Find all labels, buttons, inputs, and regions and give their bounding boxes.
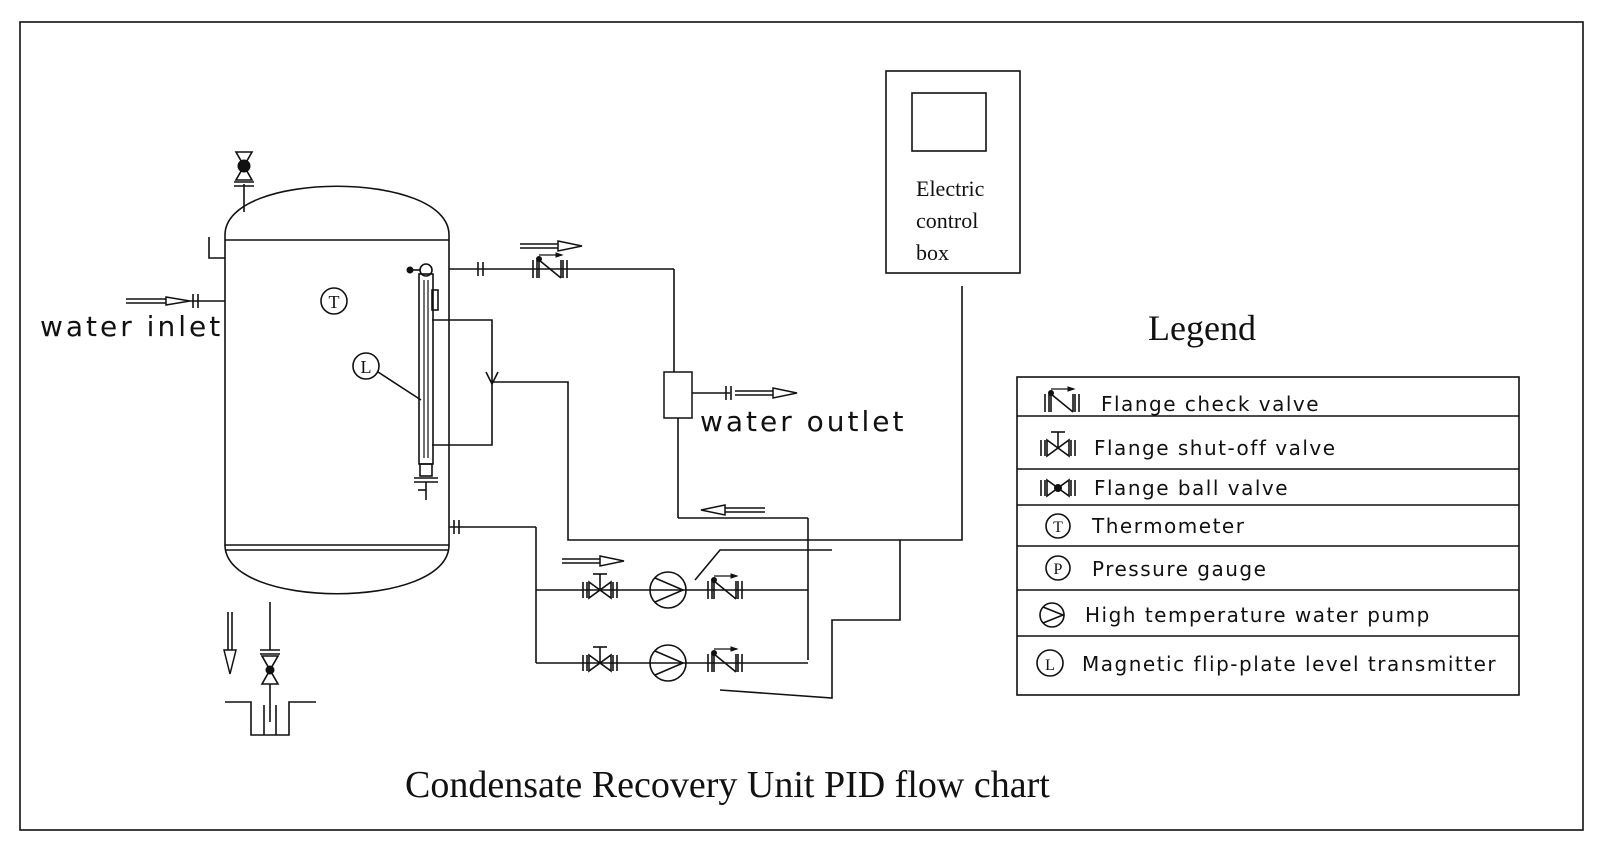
level-gauge: [406, 263, 449, 500]
level-transmitter-bubble: L: [352, 352, 422, 401]
svg-text:High temperature water pump: High temperature water pump: [1085, 603, 1431, 627]
svg-text:L: L: [361, 357, 372, 377]
svg-text:T: T: [329, 292, 340, 312]
drawing-frame: [19, 21, 1584, 831]
diagram-title: Condensate Recovery Unit PID flow chart: [405, 764, 1050, 806]
outlet-piping: [449, 240, 808, 519]
svg-text:Flange shut-off valve: Flange shut-off valve: [1094, 436, 1337, 460]
svg-text:box: box: [916, 240, 949, 265]
electric-control-box: Electric control box: [885, 70, 1021, 274]
pump-piping: [449, 520, 808, 682]
legend-row-level-transmitter: L Magnetic flip-plate level transmitter: [1036, 649, 1497, 677]
svg-text:Pressure gauge: Pressure gauge: [1092, 557, 1267, 581]
svg-text:Flange ball valve: Flange ball valve: [1094, 476, 1289, 500]
svg-text:control: control: [916, 208, 978, 233]
svg-text:T: T: [1053, 519, 1063, 536]
legend-row-shutoff-valve: Flange shut-off valve: [1040, 431, 1337, 460]
water-inlet-label: water inlet: [40, 310, 223, 343]
legend-row-pump: High temperature water pump: [1039, 602, 1431, 628]
water-outlet-label: water outlet: [700, 405, 907, 438]
legend-heading: Legend: [1148, 308, 1256, 348]
legend-row-thermometer: T Thermometer: [1045, 513, 1245, 539]
svg-text:Electric: Electric: [916, 176, 985, 201]
svg-text:P: P: [1054, 561, 1063, 578]
svg-text:L: L: [1045, 657, 1055, 674]
level-loop-piping: [449, 319, 499, 446]
condensate-tank: [208, 151, 450, 736]
separator-box: [663, 371, 693, 419]
legend-row-pressure-gauge: P Pressure gauge: [1045, 555, 1267, 581]
svg-text:Flange check valve: Flange check valve: [1101, 392, 1320, 416]
legend-row-check-valve: Flange check valve: [1044, 386, 1320, 416]
control-panel-screen: [911, 92, 987, 152]
svg-text:Thermometer: Thermometer: [1091, 514, 1245, 538]
control-signal-lines: [492, 286, 963, 699]
thermometer-bubble: T: [320, 287, 348, 315]
legend-table: [1016, 376, 1520, 696]
svg-text:Magnetic flip-plate level tran: Magnetic flip-plate level transmitter: [1082, 652, 1497, 676]
legend-row-ball-valve: Flange ball valve: [1040, 476, 1289, 500]
water-inlet-line: [126, 294, 225, 308]
